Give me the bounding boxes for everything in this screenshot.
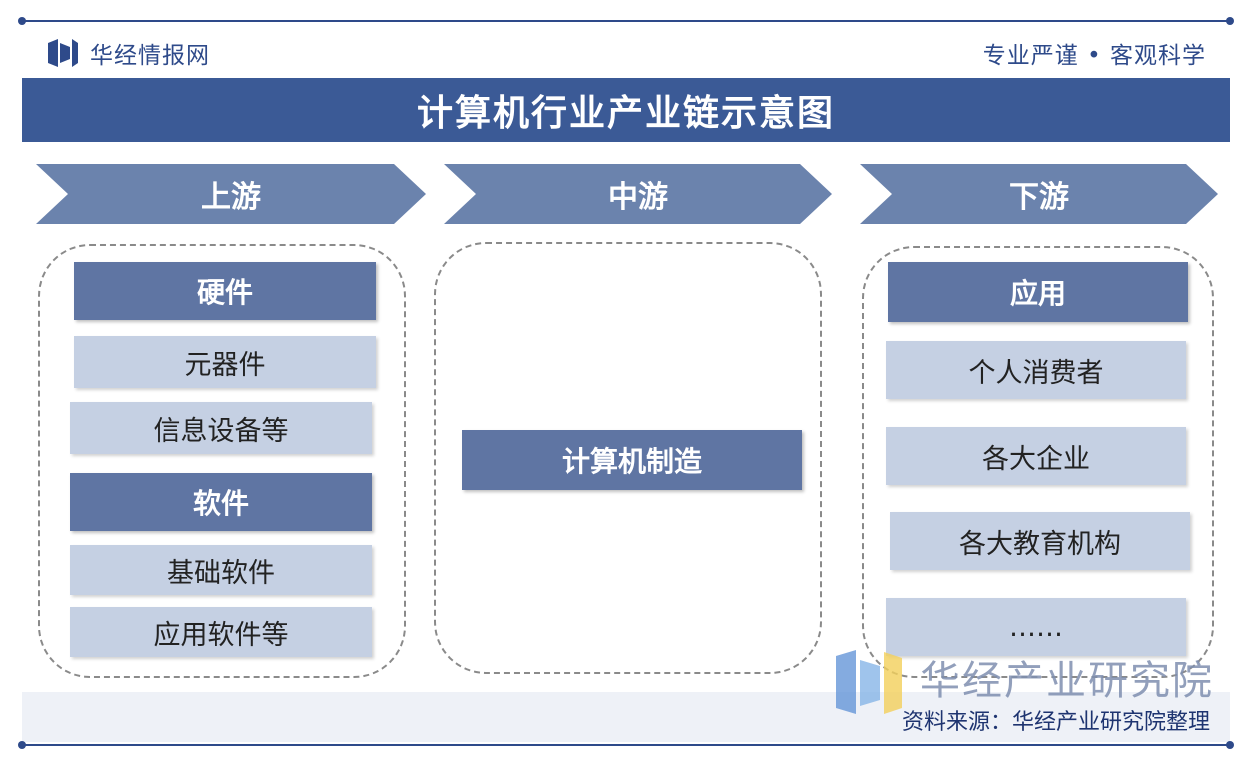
downstream-item-text: ……: [1009, 611, 1063, 643]
title-banner: 计算机行业产业链示意图: [22, 78, 1230, 142]
upstream-group-heading-text: 软件: [192, 487, 249, 520]
downstream-item-text: 各大企业: [982, 443, 1090, 475]
top-frame-line: [18, 17, 1234, 25]
upstream-item-text: 信息设备等: [153, 415, 289, 447]
stage-downstream-label: 下游: [1009, 180, 1069, 215]
watermark-logo-icon: [836, 650, 902, 714]
source-note: 资料来源：华经产业研究院整理: [901, 710, 1210, 735]
upstream-group-heading-text: 硬件: [196, 276, 253, 309]
diagram-title: 计算机行业产业链示意图: [416, 92, 835, 134]
stage-downstream-chevron: 下游: [860, 164, 1218, 224]
downstream-heading: 应用: [888, 262, 1188, 322]
downstream-item: 个人消费者: [886, 341, 1186, 399]
brand-logo-icon: [48, 39, 78, 67]
upstream-group-heading: 软件: [70, 473, 372, 531]
upstream-item: 信息设备等: [70, 402, 372, 454]
brand-name: 华经情报网: [90, 43, 210, 69]
upstream-container: [38, 244, 406, 678]
upstream-group-heading: 硬件: [74, 262, 376, 320]
midstream-item-text: 计算机制造: [561, 445, 702, 478]
footer-band: [22, 692, 1230, 742]
upstream-item: 基础软件: [70, 545, 372, 595]
downstream-container: [862, 246, 1214, 678]
midstream-container: [434, 242, 822, 674]
downstream-item: 各大企业: [886, 427, 1186, 485]
stage-midstream-label: 中游: [608, 180, 668, 215]
upstream-item: 元器件: [74, 336, 376, 388]
slogan: 专业严谨 • 客观科学: [982, 43, 1206, 69]
upstream-item-text: 元器件: [184, 349, 266, 381]
downstream-heading-text: 应用: [1009, 277, 1066, 310]
watermark-name: 华经产业研究院: [920, 658, 1214, 704]
midstream-item: 计算机制造: [462, 430, 802, 490]
downstream-item: 各大教育机构: [890, 512, 1190, 570]
upstream-item-text: 应用软件等: [153, 619, 289, 651]
upstream-item-text: 基础软件: [167, 557, 275, 589]
bottom-frame-line: [18, 741, 1234, 749]
upstream-item: 应用软件等: [70, 607, 372, 657]
downstream-item-text: 个人消费者: [968, 357, 1104, 389]
stage-upstream-label: 上游: [201, 180, 261, 215]
downstream-item-text: 各大教育机构: [959, 528, 1121, 560]
downstream-item: ……: [886, 598, 1186, 656]
stage-midstream-chevron: 中游: [444, 164, 832, 224]
brand-logo: 华经情报网: [48, 36, 210, 70]
stage-upstream-chevron: 上游: [36, 164, 426, 224]
